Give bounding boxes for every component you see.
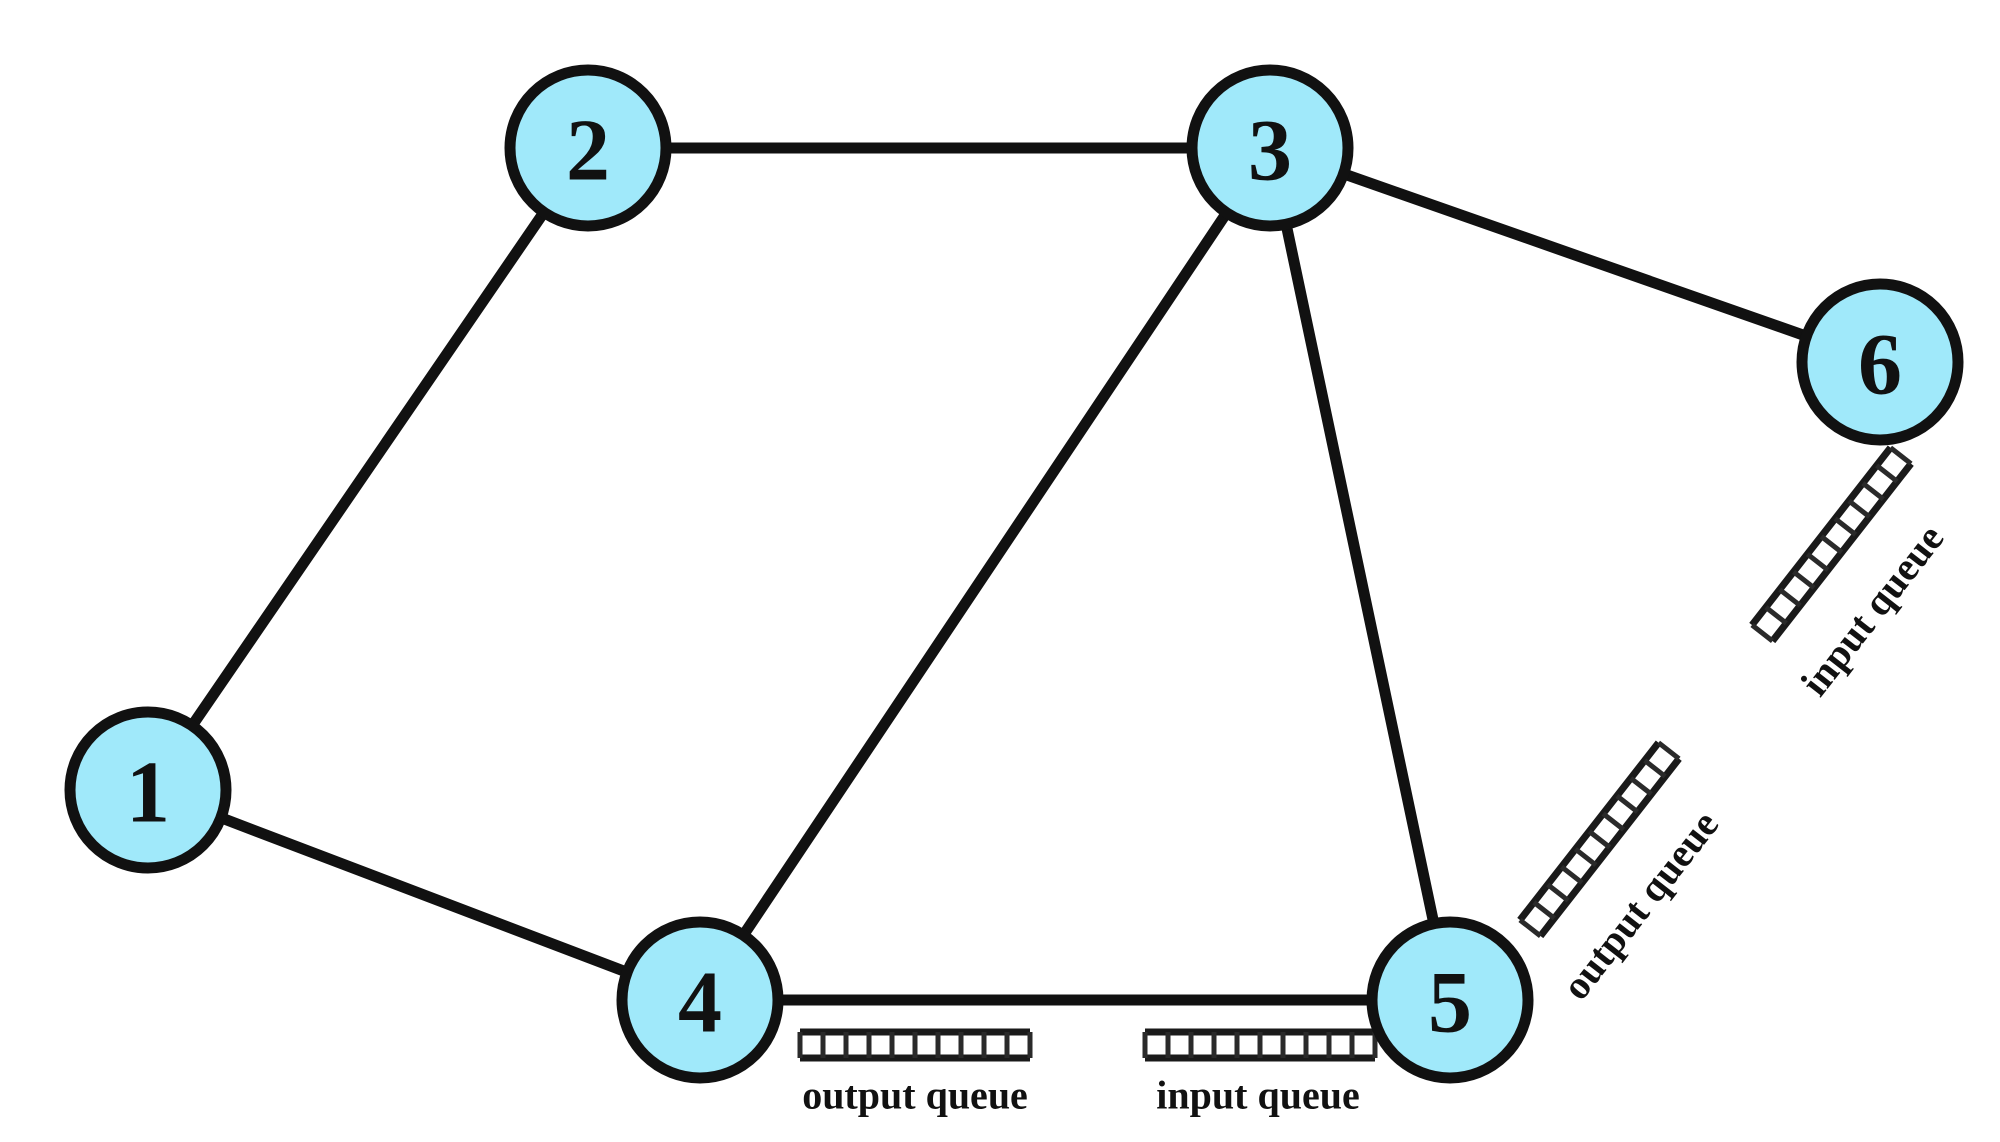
queue-symbol-q-output-4 xyxy=(797,1028,1033,1062)
node-circle-4[interactable] xyxy=(616,916,784,1084)
node-label-1: 1 xyxy=(126,745,170,842)
queue-symbol-q-output-5 xyxy=(1517,740,1682,939)
queue-label-q-input-5: input queue xyxy=(1156,1073,1359,1118)
queue-label-q-output-4: output queue xyxy=(802,1073,1028,1118)
node-4[interactable]: 4 xyxy=(616,916,784,1084)
node-circle-5[interactable] xyxy=(1366,916,1534,1084)
edge-1-4 xyxy=(212,811,636,979)
node-label-6: 6 xyxy=(1858,317,1902,414)
edge-1-2 xyxy=(184,204,552,734)
queue-label-q-output-5: output queue xyxy=(1553,802,1727,1007)
node-6[interactable]: 6 xyxy=(1796,278,1964,446)
node-circle-2[interactable] xyxy=(504,64,672,232)
node-2[interactable]: 2 xyxy=(504,64,672,232)
nodes-layer: 1 2 3 4 5 6 xyxy=(64,64,1964,1084)
node-label-3: 3 xyxy=(1248,103,1292,200)
node-5[interactable]: 5 xyxy=(1366,916,1534,1084)
node-label-5: 5 xyxy=(1428,955,1472,1052)
queue-symbol-q-input-6 xyxy=(1749,445,1914,644)
edge-3-6 xyxy=(1335,167,1815,343)
queue-symbol-q-input-5 xyxy=(1142,1028,1378,1062)
node-label-2: 2 xyxy=(566,103,610,200)
node-label-4: 4 xyxy=(678,955,722,1052)
edges-layer xyxy=(184,142,1815,1006)
edge-3-5 xyxy=(1280,215,1440,933)
node-circle-6[interactable] xyxy=(1796,278,1964,446)
node-1[interactable]: 1 xyxy=(64,706,232,874)
node-circle-1[interactable] xyxy=(64,706,232,874)
edge-3-4 xyxy=(736,204,1234,944)
node-3[interactable]: 3 xyxy=(1186,64,1354,232)
node-circle-3[interactable] xyxy=(1186,64,1354,232)
